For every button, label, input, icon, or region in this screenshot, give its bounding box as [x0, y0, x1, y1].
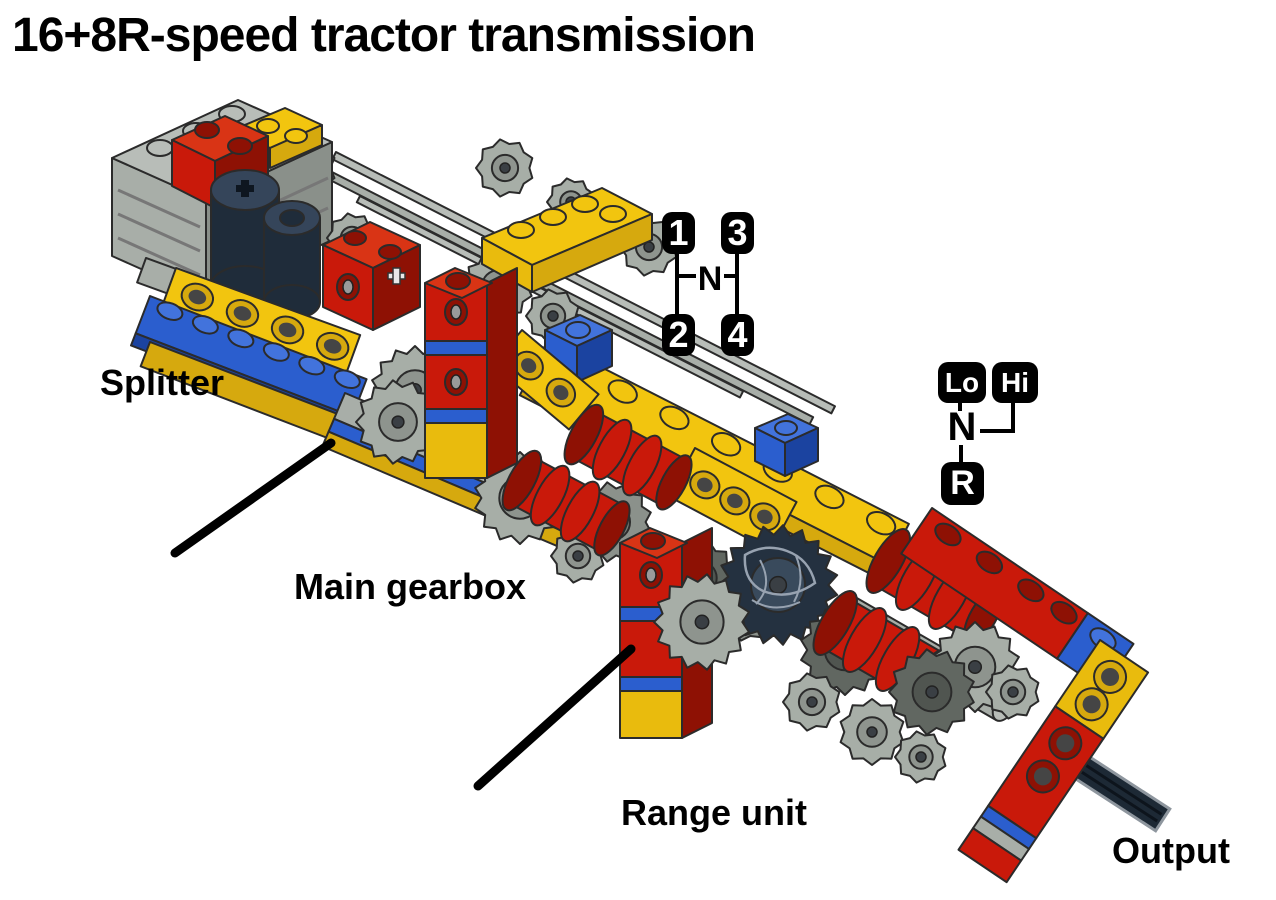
shift-gate-line: [958, 401, 962, 411]
shift-gate-line: [1011, 401, 1015, 433]
gear: [839, 698, 905, 766]
yellow-liftarm: [491, 329, 600, 431]
reverse-badge: R: [941, 462, 984, 505]
gear: [985, 664, 1040, 720]
label-output: Output: [1112, 830, 1230, 871]
shift-gate-line: [675, 253, 679, 315]
gear-position-badge-2: 2: [662, 314, 695, 356]
shift-gate-line: [735, 253, 739, 315]
gear: [888, 648, 975, 736]
gear-position-badge-3: 3: [721, 212, 754, 254]
pointer-line-splitter: [170, 438, 336, 558]
gear-position-badge-1: 1: [662, 212, 695, 254]
gear-position-badge-4: 4: [721, 314, 754, 356]
yellow-plate: [481, 187, 653, 293]
gear: [782, 672, 841, 732]
red-brick-axle: [322, 221, 421, 331]
neutral-label: N: [947, 405, 977, 449]
gear: [355, 379, 440, 465]
neutral-label: N: [697, 260, 723, 298]
yellow-technic-beam: [161, 267, 362, 374]
red-holder-tower: [424, 267, 518, 479]
page-title: 16+8R-speed tractor transmission: [12, 9, 756, 62]
gear: [475, 138, 534, 198]
shift-gate-line: [980, 429, 1015, 433]
pointer-line-range-unit: [473, 644, 636, 791]
blue-brick: [754, 413, 819, 477]
end-plate: [957, 639, 1150, 884]
gear: [653, 573, 750, 671]
high-range-badge: Hi: [992, 362, 1038, 403]
shift-gate-line: [679, 274, 696, 278]
red-driving-ring: [501, 449, 631, 557]
label-splitter: Splitter: [100, 362, 225, 403]
low-range-badge: Lo: [938, 362, 986, 403]
red-driving-ring: [563, 403, 693, 511]
shift-gate-line: [959, 445, 963, 463]
label-range-unit: Range unit: [621, 792, 807, 833]
main-gearbox-assembly: [355, 267, 910, 642]
gear: [894, 730, 947, 784]
output-assembly: [888, 507, 1172, 884]
shift-gate-line: [724, 274, 736, 278]
label-main-gearbox: Main gearbox: [294, 566, 527, 607]
